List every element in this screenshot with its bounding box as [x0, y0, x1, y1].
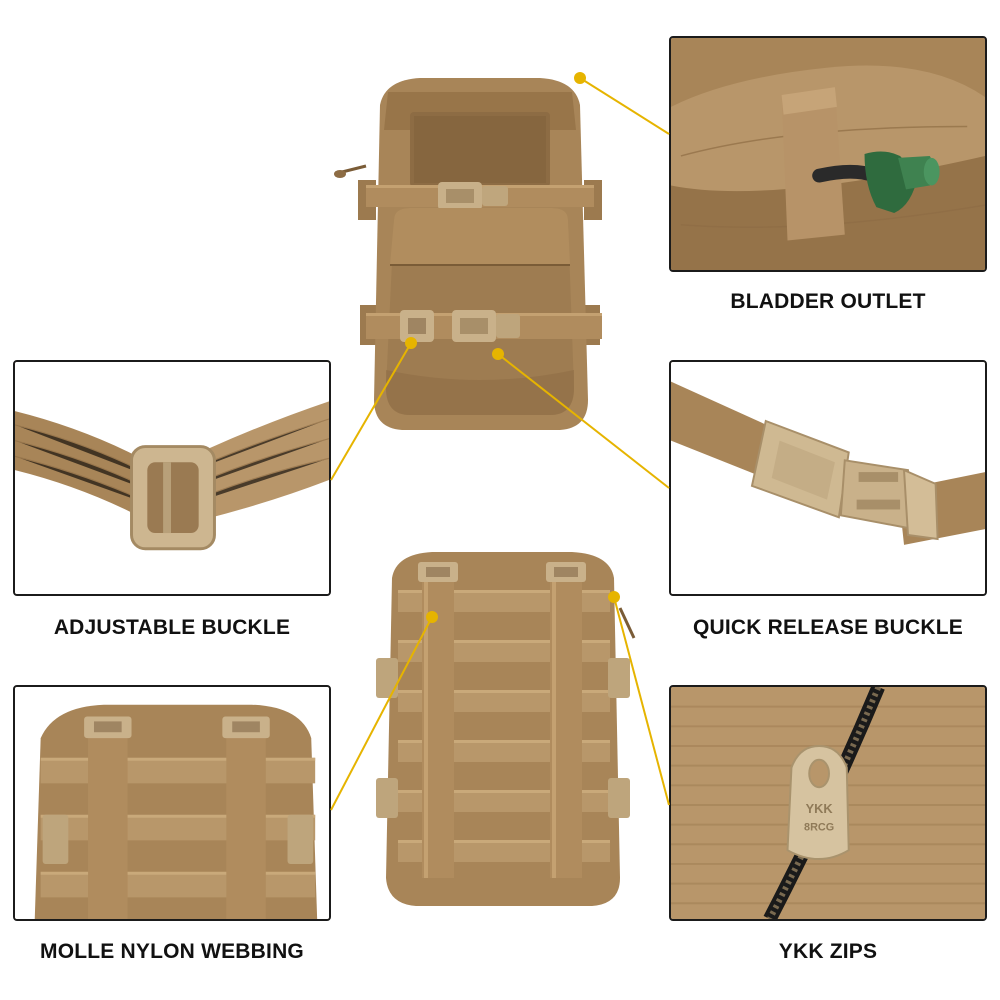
molle-webbing-caption: MOLLE NYLON WEBBING	[40, 940, 304, 963]
adjustable-buckle-panel	[13, 360, 331, 596]
zipper-pull-text-line2: 8RCG	[804, 822, 834, 834]
quick-release-buckle-caption: QUICK RELEASE BUCKLE	[692, 616, 964, 639]
zipper-pull-text-line1: YKK	[806, 801, 834, 816]
bladder-outlet-caption: BLADDER OUTLET	[730, 290, 926, 313]
front-pouch-photo	[330, 70, 630, 440]
ykk-zips-panel: YKK 8RCG	[669, 685, 987, 921]
back-pouch-photo	[372, 548, 636, 908]
adjustable-buckle-caption: ADJUSTABLE BUCKLE	[53, 616, 291, 639]
ykk-zips-caption: YKK ZIPS	[778, 940, 878, 963]
bladder-outlet-panel	[669, 36, 987, 272]
quick-release-buckle-panel	[669, 360, 987, 596]
molle-webbing-panel	[13, 685, 331, 921]
